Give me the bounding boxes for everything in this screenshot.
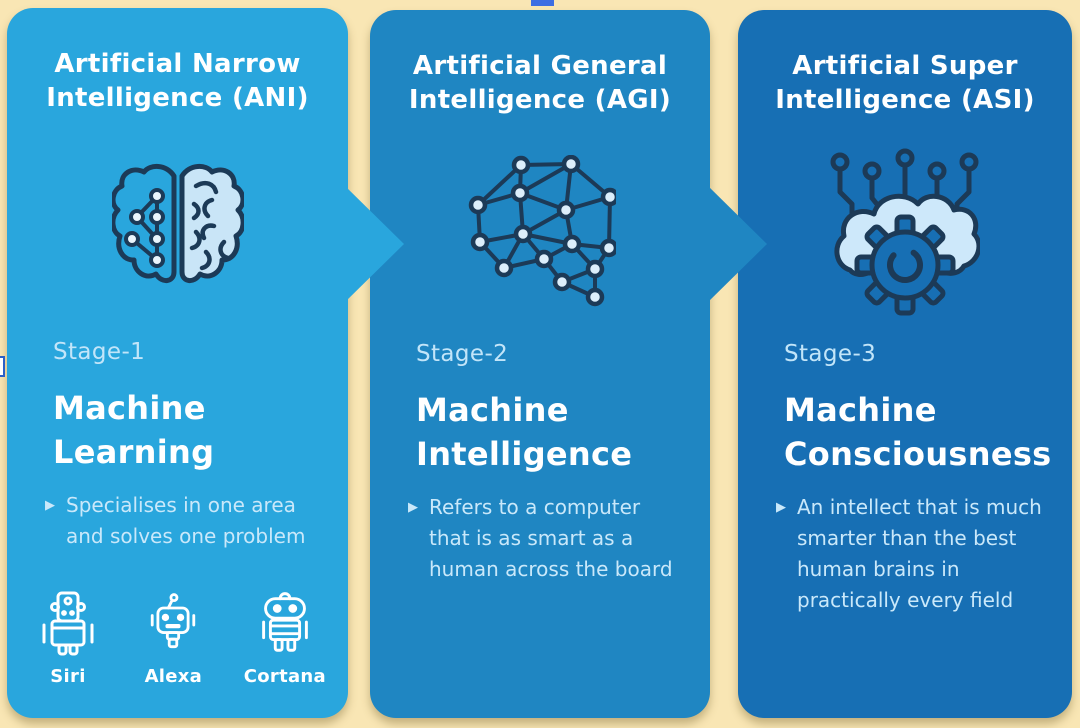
card-title-asi: Artificial Super Intelligence (ASI): [748, 50, 1062, 118]
bullet-arrow-icon: ▶: [408, 500, 418, 515]
neural-network-brain-icon: [370, 155, 710, 307]
card-title-line: Artificial General: [412, 51, 668, 81]
card-title-ani: Artificial Narrow Intelligence (ANI): [17, 48, 338, 116]
heading-line: Machine: [416, 391, 569, 429]
card-bullet: ▶ Refers to a computer that is as smart …: [408, 492, 694, 585]
heading-line: Consciousness: [784, 435, 1052, 474]
stage-label: Stage-1: [53, 339, 146, 365]
assistant-label: Alexa: [144, 666, 203, 687]
bullet-arrow-icon: ▶: [45, 498, 55, 513]
bullet-arrow-icon: ▶: [776, 500, 786, 515]
card-heading-machine-consciousness: Machine Consciousness: [784, 388, 1058, 476]
stage-card-asi: Artificial Super Intelligence (ASI): [738, 10, 1072, 718]
card-bullet: ▶ Specialises in one area and solves one…: [45, 490, 332, 552]
assistant-examples: Siri Alexa: [33, 587, 326, 687]
assistant-example-alexa: Alexa: [142, 591, 204, 687]
assistant-label: Cortana: [243, 666, 326, 687]
heading-line: Intelligence: [416, 435, 633, 474]
screen-artifact-left: [0, 356, 5, 377]
card-title-line: Intelligence (ASI): [775, 84, 1035, 115]
card-title-agi: Artificial General Intelligence (AGI): [380, 50, 700, 118]
card-heading-machine-learning: Machine Learning: [53, 386, 334, 474]
stage-card-ani: Artificial Narrow Intelligence (ANI) Sta…: [7, 8, 348, 718]
card-heading-machine-intelligence: Machine Intelligence: [416, 388, 696, 476]
assistant-example-siri: Siri: [33, 587, 103, 687]
card-title-line: Artificial Super: [792, 51, 1018, 81]
card-title-line: Intelligence (ANI): [46, 82, 309, 113]
card-title-line: Artificial Narrow: [54, 49, 301, 79]
assistant-example-cortana: Cortana: [244, 589, 326, 687]
siri-robot-icon: [42, 591, 94, 656]
bullet-text: Refers to a computer that is as smart as…: [429, 495, 673, 581]
split-brain-icon: [7, 160, 348, 300]
cloud-gear-circuit-icon: [738, 146, 1072, 316]
screen-artifact-top: [531, 0, 554, 6]
assistant-label: Siri: [50, 666, 86, 687]
stage-label: Stage-2: [416, 341, 509, 367]
stage-label: Stage-3: [784, 341, 877, 367]
alexa-robot-icon: [151, 593, 196, 649]
cortana-robot-icon: [261, 592, 308, 652]
stage-card-agi: Artificial General Intelligence (AGI) St…: [370, 10, 710, 718]
heading-line: Machine: [53, 389, 206, 427]
card-bullet: ▶ An intellect that is much smarter than…: [776, 492, 1056, 616]
card-title-line: Intelligence (AGI): [408, 84, 672, 115]
bullet-text: An intellect that is much smarter than t…: [797, 495, 1042, 612]
bullet-text: Specialises in one area and solves one p…: [66, 493, 306, 548]
heading-line: Machine: [784, 391, 937, 429]
heading-line: Learning: [53, 433, 215, 472]
